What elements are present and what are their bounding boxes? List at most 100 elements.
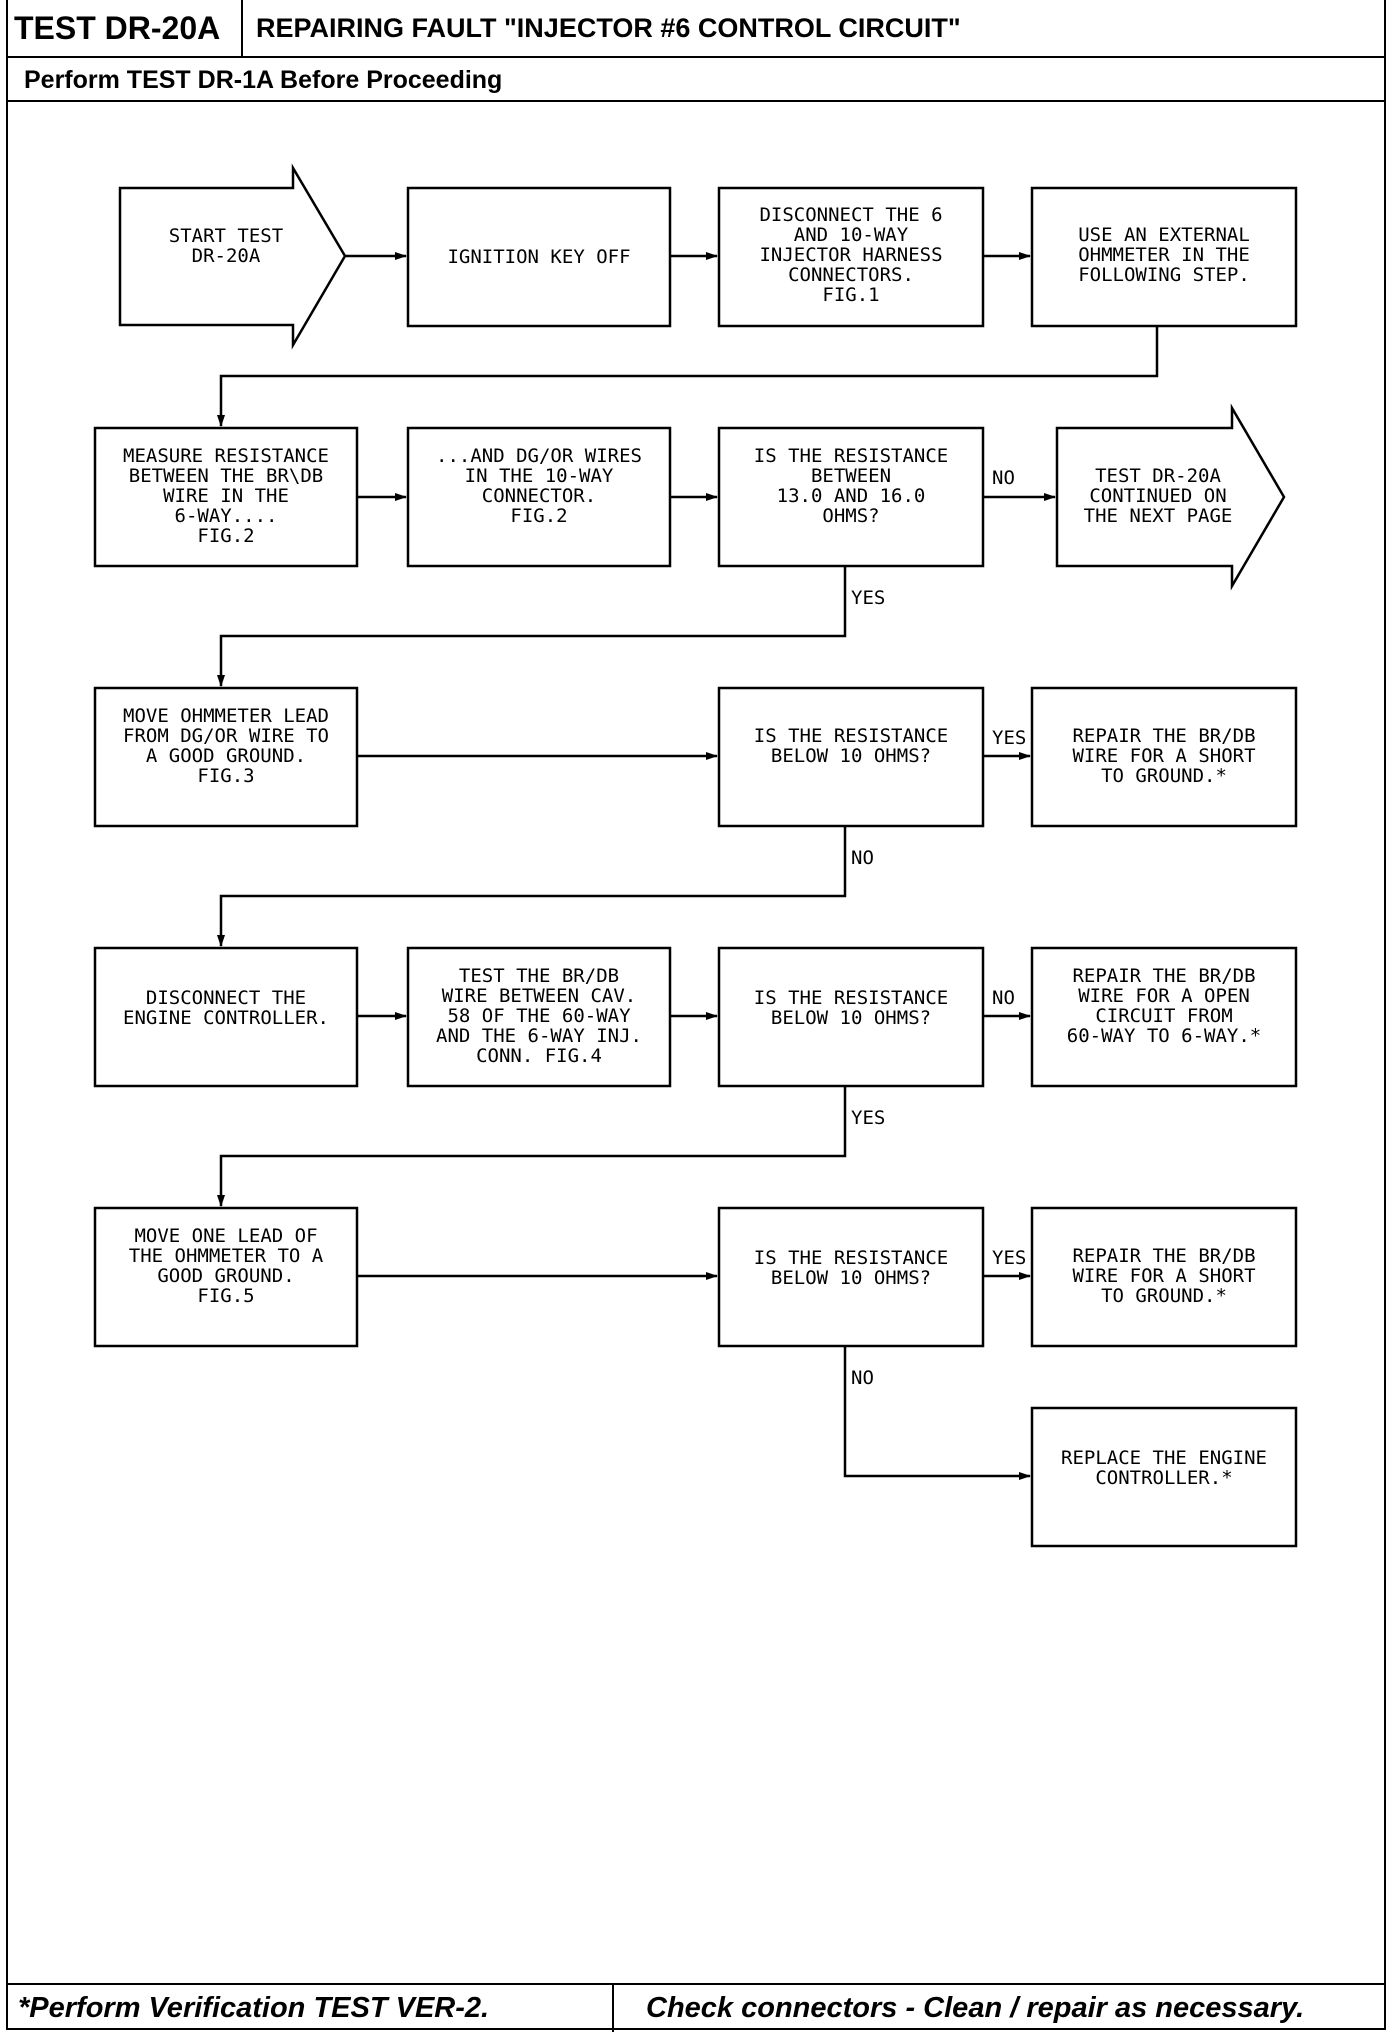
box-text-line: TEST THE BR/DB <box>459 965 619 987</box>
box-text-line: FIG.3 <box>197 765 254 787</box>
box-text-line: MEASURE RESISTANCE <box>123 445 329 467</box>
box-text-line: IS THE RESISTANCE <box>754 1247 948 1269</box>
box-text-line: IS THE RESISTANCE <box>754 445 948 467</box>
question-1-box <box>717 426 985 568</box>
box-text-line: OHMMETER IN THE <box>1078 244 1250 266</box>
box-text-line: TEST DR-20A <box>1095 465 1221 487</box>
box-text-line: MOVE OHMMETER LEAD <box>123 705 329 727</box>
test-wire-box <box>406 946 672 1088</box>
repair-short-1-box <box>1030 686 1298 828</box>
test-id: TEST DR-20A <box>6 0 243 56</box>
measure-box <box>93 426 359 568</box>
box-text-line: BETWEEN <box>811 465 891 487</box>
box-text-line: START TEST <box>169 225 283 247</box>
page-subtitle: Perform TEST DR-1A Before Proceeding <box>24 66 503 94</box>
box-text-line: 6-WAY.... <box>175 505 278 527</box>
box-text-line: FIG.1 <box>822 284 879 306</box>
header-row: TEST DR-20A REPAIRING FAULT "INJECTOR #6… <box>6 0 1386 58</box>
ohmmeter-box <box>1030 186 1298 328</box>
q1-no-label: NO <box>992 467 1015 489</box>
box-text-line: THE NEXT PAGE <box>1084 505 1233 527</box>
disconnect-ecm-box <box>93 946 359 1088</box>
ignition-text: IGNITION KEY OFF <box>447 246 630 268</box>
box-text-line: BELOW 10 OHMS? <box>771 1007 931 1029</box>
connector-q3-yes <box>217 1086 847 1207</box>
footer-row: *Perform Verification TEST VER-2. Check … <box>6 1983 1386 2032</box>
q3-no-label: NO <box>992 987 1015 1009</box>
box-text-line: DISCONNECT THE <box>146 987 306 1009</box>
box-text-line: DISCONNECT THE 6 <box>759 204 942 226</box>
footer-verification-note: *Perform Verification TEST VER-2. <box>6 1985 614 2032</box>
box-text-line: INJECTOR HARNESS <box>759 244 942 266</box>
box-text-line: CONNECTOR. <box>482 485 596 507</box>
repair-short-2-box <box>1030 1206 1298 1348</box>
replace-ecm-box <box>1030 1406 1298 1548</box>
box-text-line: FOLLOWING STEP. <box>1078 264 1250 286</box>
question-3-box <box>717 946 985 1088</box>
box-text-line: CONN. FIG.4 <box>476 1045 602 1067</box>
box-text-line: BELOW 10 OHMS? <box>771 1267 931 1289</box>
box-text-line: AND 10-WAY <box>794 224 909 246</box>
q2-yes-label: YES <box>992 727 1026 749</box>
disconnect-box <box>717 186 985 328</box>
connector-q1-yes <box>217 566 847 687</box>
page-title: REPAIRING FAULT "INJECTOR #6 CONTROL CIR… <box>256 13 961 43</box>
move-one-box <box>93 1206 359 1348</box>
footer-connector-note: Check connectors - Clean / repair as nec… <box>646 1992 1305 2024</box>
box-text-line: TO GROUND.* <box>1101 765 1227 787</box>
box-text-line: GOOD GROUND. <box>157 1265 294 1287</box>
and-dg-box <box>406 426 672 568</box>
q4-no-label: NO <box>851 1367 874 1389</box>
box-text-line: FROM DG/OR WIRE TO <box>123 725 329 747</box>
continued-arrow-shape <box>1055 403 1286 591</box>
box-text-line: A GOOD GROUND. <box>146 745 306 767</box>
box-text-line: CIRCUIT FROM <box>1095 1005 1232 1027</box>
page-frame <box>6 0 1386 2030</box>
q1-yes-label: YES <box>851 587 885 609</box>
box-text-line: FIG.5 <box>197 1285 254 1307</box>
box-text-line: IS THE RESISTANCE <box>754 987 948 1009</box>
connector-ohmmeter-measure <box>217 326 1159 427</box>
box-text-line: IS THE RESISTANCE <box>754 725 948 747</box>
start-arrow-shape <box>118 163 347 350</box>
box-text-line: OHMS? <box>822 505 879 527</box>
box-text-line: TO GROUND.* <box>1101 1285 1227 1307</box>
box-text-line: REPLACE THE ENGINE <box>1061 1447 1267 1469</box>
box-text-line: MOVE ONE LEAD OF <box>134 1225 317 1247</box>
box-text-line: WIRE FOR A OPEN <box>1078 985 1250 1007</box>
box-text-line: IN THE 10-WAY <box>465 465 614 487</box>
q3-yes-label: YES <box>851 1107 885 1129</box>
box-text-line: CONNECTORS. <box>788 264 914 286</box>
box-text-line: BETWEEN THE BR\DB <box>129 465 323 487</box>
box-text-line: IGNITION KEY OFF <box>447 246 630 268</box>
box-text-line: WIRE FOR A SHORT <box>1072 745 1255 767</box>
box-text-line: ENGINE CONTROLLER. <box>123 1007 329 1029</box>
box-text-line: DR-20A <box>192 245 261 267</box>
question-4-box <box>717 1206 985 1348</box>
box-text-line: WIRE IN THE <box>163 485 289 507</box>
box-text-line: AND THE 6-WAY INJ. <box>436 1025 642 1047</box>
box-text-line: CONTINUED ON <box>1089 485 1226 507</box>
repair-open-box <box>1030 946 1298 1088</box>
box-text-line: THE OHMMETER TO A <box>129 1245 324 1267</box>
connector-q4-no <box>843 1346 1031 1480</box>
subheader-row: Perform TEST DR-1A Before Proceeding <box>6 58 1386 102</box>
box-text-line: 13.0 AND 16.0 <box>777 485 926 507</box>
box-text-line: REPAIR THE BR/DB <box>1072 1245 1255 1267</box>
box-text-line: ...AND DG/OR WIRES <box>436 445 642 467</box>
